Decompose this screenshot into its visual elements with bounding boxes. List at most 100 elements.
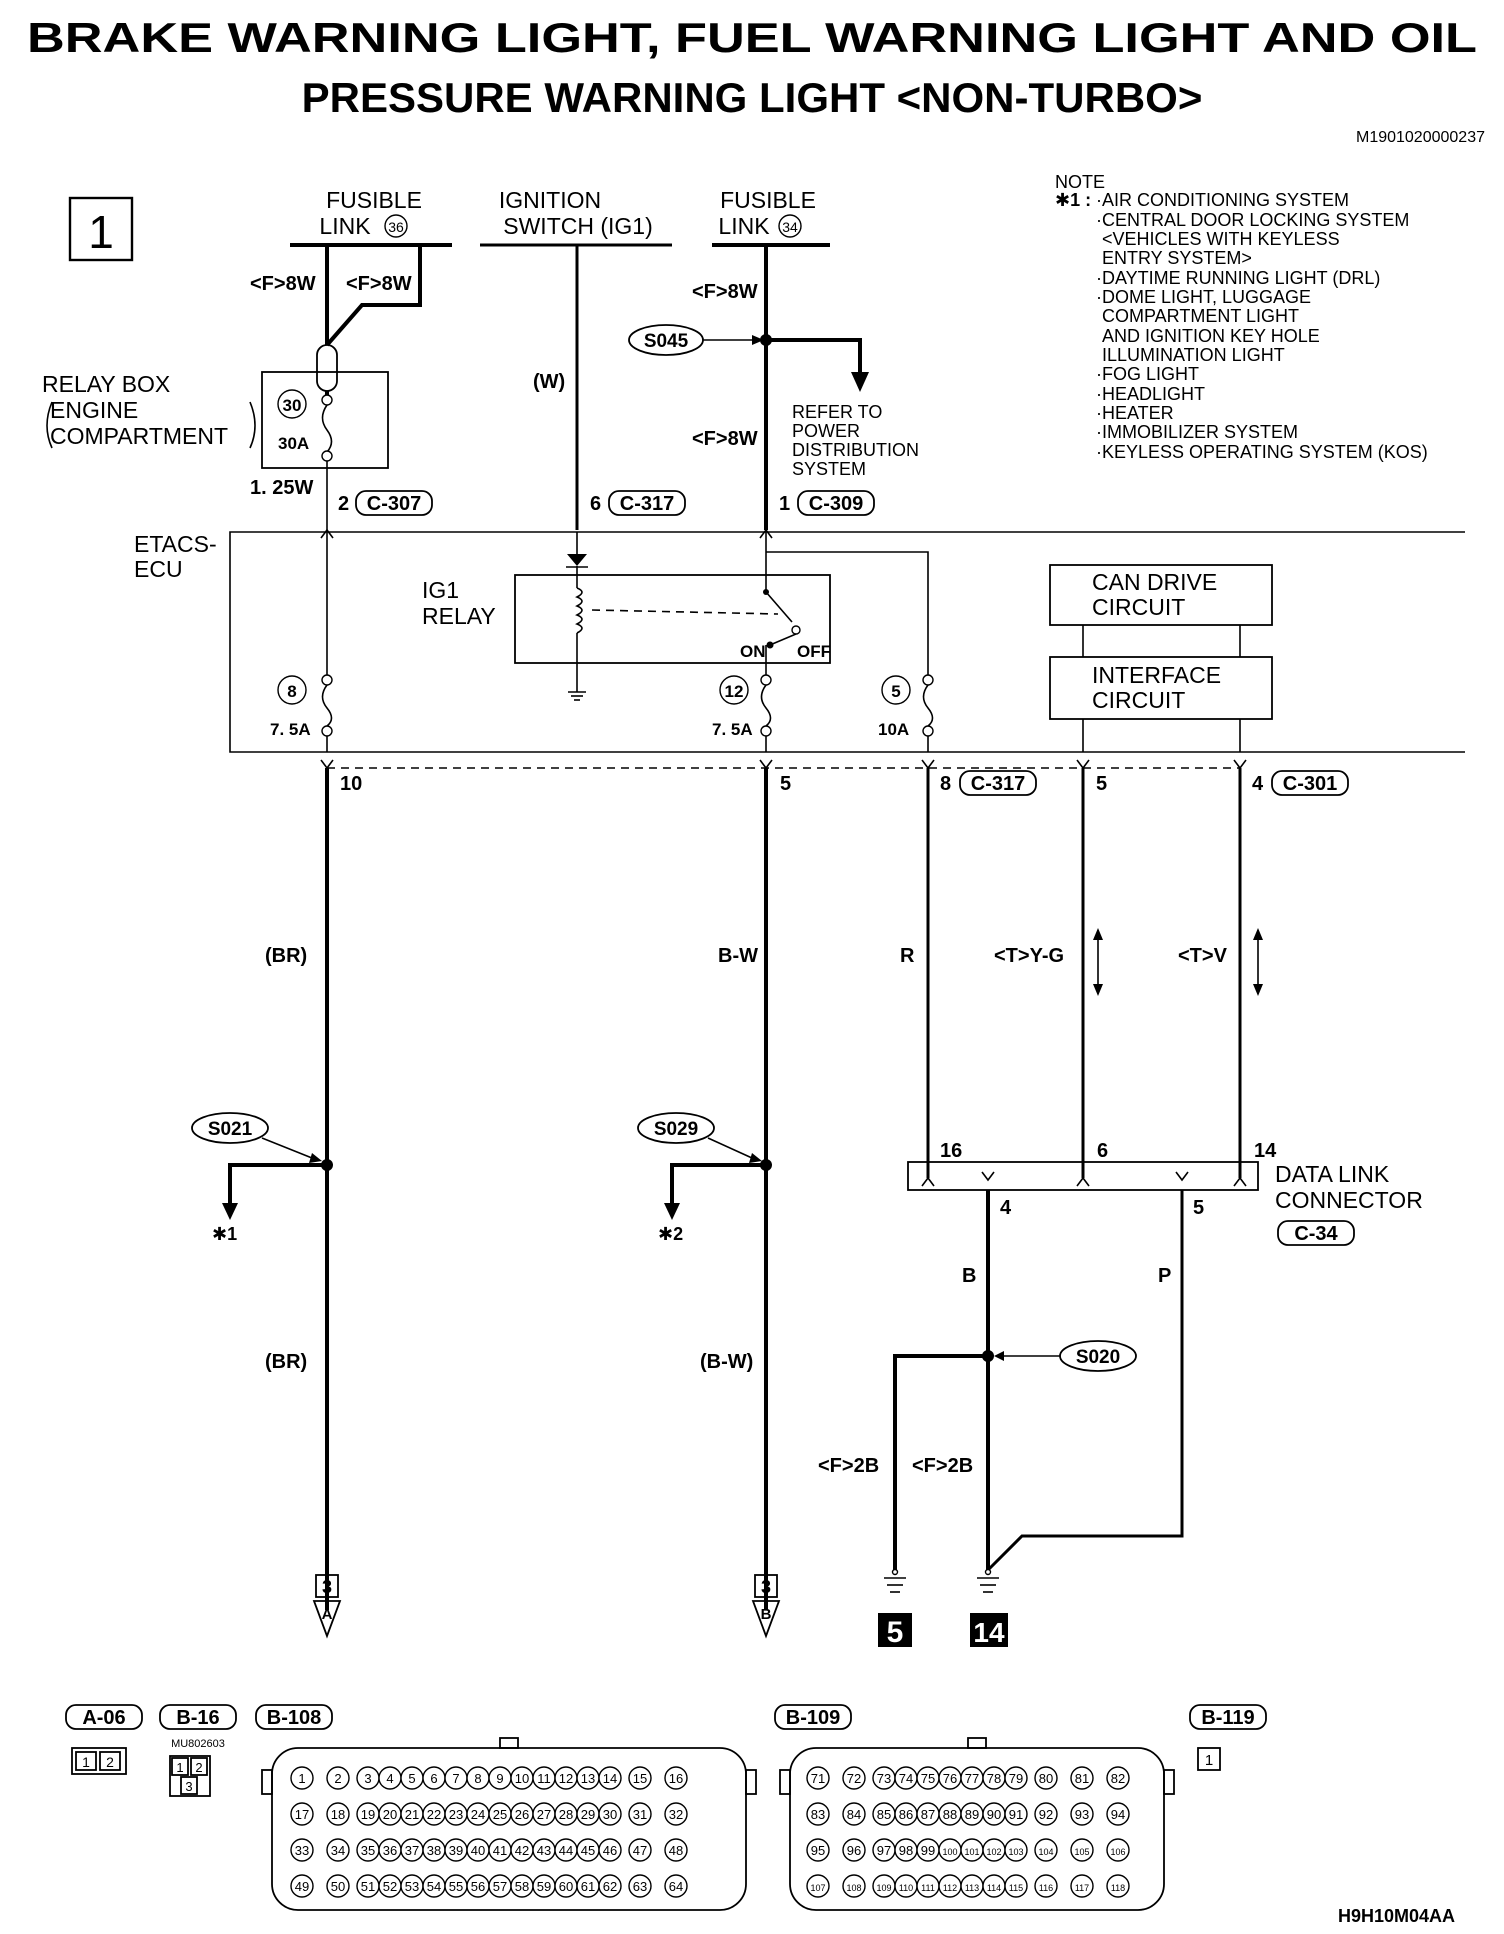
connector-pin-number: 91 bbox=[1009, 1807, 1023, 1822]
wire-label: <T>V bbox=[1178, 945, 1228, 967]
connector-pin-number: 114 bbox=[987, 1883, 1001, 1893]
note-line: ·AIR CONDITIONING SYSTEM bbox=[1096, 190, 1349, 210]
connector-pin-number: 103 bbox=[1008, 1847, 1023, 1857]
connector-pin-cell bbox=[842, 1874, 866, 1898]
connector-pin-number: 111 bbox=[921, 1883, 935, 1893]
connector-name: C-307 bbox=[367, 493, 421, 515]
dlc-pin: 6 bbox=[1097, 1140, 1108, 1162]
connector-pin-number: 62 bbox=[603, 1879, 617, 1894]
connector-pin-number: 98 bbox=[899, 1843, 913, 1858]
connector-pin-cell bbox=[842, 1766, 866, 1790]
note-line: ·CENTRAL DOOR LOCKING SYSTEM bbox=[1096, 210, 1409, 230]
connector-pin-cell bbox=[326, 1838, 350, 1862]
connector-pin-cell bbox=[628, 1874, 652, 1898]
connector-pin-number: 54 bbox=[427, 1879, 441, 1894]
connector-pin-number: 73 bbox=[877, 1771, 891, 1786]
connector-pin-number: 16 bbox=[669, 1771, 683, 1786]
connector-pin-number: 46 bbox=[603, 1843, 617, 1858]
connector-pin-number: 51 bbox=[361, 1879, 375, 1894]
note-line: AND IGNITION KEY HOLE bbox=[1102, 326, 1320, 346]
connector-pin-number: 9 bbox=[496, 1771, 503, 1786]
page-ref-letter: A bbox=[322, 1606, 333, 1623]
connector-pin-cell bbox=[1070, 1766, 1094, 1790]
connector-pin-number: 42 bbox=[515, 1843, 529, 1858]
connector-pin-number: 85 bbox=[877, 1807, 891, 1822]
dlc-pin: 5 bbox=[1193, 1197, 1204, 1219]
connector-pin-cell bbox=[290, 1838, 314, 1862]
connector-pin-number: 22 bbox=[427, 1807, 441, 1822]
refer-note: POWER bbox=[792, 421, 860, 441]
connector-pin-number: 49 bbox=[295, 1879, 309, 1894]
connector-pin-number: 97 bbox=[877, 1843, 891, 1858]
dlc-pin: 4 bbox=[1000, 1197, 1012, 1219]
fuse-number: 12 bbox=[725, 682, 744, 701]
connector-pin-number: 109 bbox=[876, 1883, 891, 1893]
connector-pin-number: 29 bbox=[581, 1807, 595, 1822]
connector-pin-number: 78 bbox=[987, 1771, 1001, 1786]
connector-pin-number: 17 bbox=[295, 1807, 309, 1822]
connector-pin-cell bbox=[664, 1838, 688, 1862]
connector-pin-number: 21 bbox=[405, 1807, 419, 1822]
connector-pin: 1 bbox=[779, 493, 790, 515]
connector-pin-number: 27 bbox=[537, 1807, 551, 1822]
connector-a06: A-06 1 2 bbox=[65, 1704, 143, 1775]
connector-pin-number: 39 bbox=[449, 1843, 463, 1858]
connector-name: B-108 bbox=[267, 1707, 321, 1729]
connector-pin-cell bbox=[598, 1874, 622, 1898]
source-fusible-link-36: FUSIBLE LINK 36 bbox=[290, 187, 452, 247]
page-ref-number: 3 bbox=[761, 1577, 771, 1597]
dlc-label: CONNECTOR bbox=[1275, 1187, 1423, 1213]
fuse-amp: 7. 5A bbox=[270, 720, 311, 739]
connector-pin: 2 bbox=[338, 493, 349, 515]
connector-pin-cell bbox=[290, 1874, 314, 1898]
connector-pin-number: 41 bbox=[493, 1843, 507, 1858]
connector-pin-number: 31 bbox=[633, 1807, 647, 1822]
wire-label: B bbox=[962, 1265, 976, 1287]
source-label: SWITCH (IG1) bbox=[503, 213, 653, 239]
page-ref-number: 3 bbox=[322, 1577, 332, 1597]
connector-pin-number: 86 bbox=[899, 1807, 913, 1822]
connector-pin-number: 107 bbox=[810, 1883, 825, 1893]
connector-pin-cell bbox=[1004, 1766, 1028, 1790]
connector-pin-number: 59 bbox=[537, 1879, 551, 1894]
part-number: MU802603 bbox=[171, 1738, 225, 1750]
connector-pin-number: 24 bbox=[471, 1807, 485, 1822]
connector-pin-number: 77 bbox=[965, 1771, 979, 1786]
connector-pin-cell bbox=[1034, 1802, 1058, 1826]
fusible-link-number: 36 bbox=[388, 219, 404, 235]
note-block: NOTE ✱1 : ·AIR CONDITIONING SYSTEM ·CENT… bbox=[1055, 172, 1428, 462]
connector-name: B-109 bbox=[786, 1707, 840, 1729]
fuse-number: 5 bbox=[891, 682, 900, 701]
connector-pin-number: 43 bbox=[537, 1843, 551, 1858]
splice-label: S021 bbox=[208, 1119, 253, 1140]
dlc-label: DATA LINK bbox=[1275, 1161, 1390, 1187]
page-number: 1 bbox=[88, 206, 114, 258]
wire-label: <F>8W bbox=[346, 273, 412, 295]
connector-pin-cell bbox=[842, 1802, 866, 1826]
wire-label: (W) bbox=[533, 371, 565, 393]
connector-name: C-34 bbox=[1294, 1223, 1338, 1245]
wire-label: <T>Y-G bbox=[994, 945, 1064, 967]
connector-pin-cell bbox=[664, 1802, 688, 1826]
connector-pin-cell bbox=[1004, 1838, 1028, 1862]
ground-point-14 bbox=[970, 1613, 1008, 1647]
connector-pin-number: 44 bbox=[559, 1843, 573, 1858]
connector-pin-number: 100 bbox=[942, 1847, 957, 1857]
refer-note: REFER TO bbox=[792, 402, 882, 422]
connector-name: B-16 bbox=[176, 1707, 219, 1729]
connector-name: C-301 bbox=[1283, 773, 1337, 795]
connector-pin-number: 71 bbox=[811, 1771, 825, 1786]
connector-pin-number: 56 bbox=[471, 1879, 485, 1894]
page-ref-letter: B bbox=[761, 1606, 772, 1623]
note-line: ·HEADLIGHT bbox=[1096, 384, 1205, 404]
source-label: FUSIBLE bbox=[720, 187, 816, 213]
connector-pin-number: 116 bbox=[1039, 1883, 1053, 1893]
connector-pin-number: 58 bbox=[515, 1879, 529, 1894]
connector-pin-number: 75 bbox=[921, 1771, 935, 1786]
interface-label: INTERFACE bbox=[1092, 662, 1221, 688]
connector-pin-cell bbox=[598, 1766, 622, 1790]
connector-pin-number: 5 bbox=[408, 1771, 415, 1786]
pin-number: 2 bbox=[195, 1760, 202, 1775]
source-ignition-switch: IGNITION SWITCH (IG1) bbox=[480, 187, 672, 247]
